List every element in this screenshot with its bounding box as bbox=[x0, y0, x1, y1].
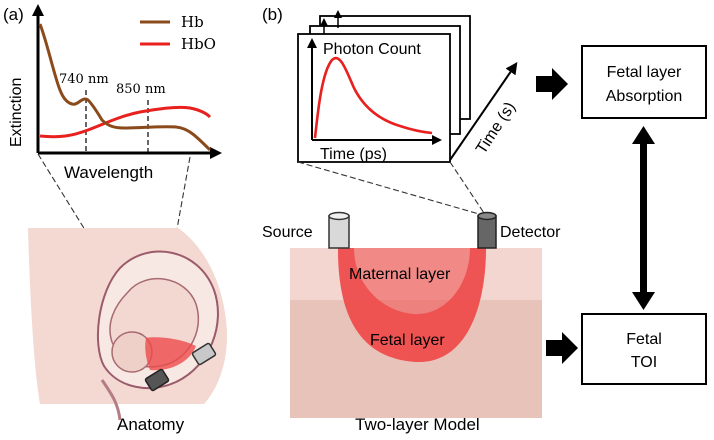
fetal-absorption-line2: Absorption bbox=[606, 88, 683, 105]
legend-hbo-label: HbO bbox=[181, 35, 216, 53]
tpsf-projection-left bbox=[297, 161, 487, 217]
fetal-absorption-line1: Fetal layer bbox=[607, 64, 682, 81]
panel-a-label: (a) bbox=[3, 5, 24, 24]
two-layer-model: Maternal layer Fetal layer bbox=[290, 248, 542, 418]
detector-probe-anatomy bbox=[144, 368, 170, 392]
source-label: Source bbox=[262, 224, 313, 241]
panel-b-label: (b) bbox=[262, 5, 283, 24]
maternal-spine bbox=[100, 379, 122, 421]
fetal-toi-box bbox=[581, 313, 707, 385]
tpsf-stack: Photon Count Time (ps) bbox=[297, 10, 471, 163]
x-axis-label: Wavelength bbox=[64, 163, 153, 182]
source-probe bbox=[328, 211, 350, 249]
fetal-layer-label: Fetal layer bbox=[370, 332, 445, 349]
anatomy-caption: Anatomy bbox=[117, 415, 185, 434]
tpsf-y-arrow bbox=[307, 38, 317, 48]
tpsf-x-arrow bbox=[432, 135, 442, 145]
legend-hb-label: Hb bbox=[181, 13, 204, 31]
fetal-absorption-box bbox=[581, 45, 707, 119]
tpsf-back-arrow-2 bbox=[334, 10, 342, 18]
marker-850-label: 850 nm bbox=[116, 82, 166, 97]
detector-label: Detector bbox=[500, 224, 561, 241]
source-probe-anatomy bbox=[191, 342, 217, 366]
tpsf-projection-right bbox=[449, 161, 487, 217]
time-axis-arrow bbox=[449, 62, 518, 161]
hbo-curve bbox=[39, 105, 212, 139]
x-axis-arrowhead bbox=[210, 147, 222, 159]
anatomy-illustration bbox=[28, 228, 228, 421]
hb-curve bbox=[38, 23, 212, 152]
tpsf-back-arrow-1 bbox=[320, 18, 328, 26]
arrow-to-absorption bbox=[536, 68, 568, 100]
photon-region bbox=[145, 337, 196, 371]
photon-banana-fill bbox=[338, 248, 486, 363]
y-axis-label: Extinction bbox=[8, 78, 25, 147]
time-axis-label: Time (s) bbox=[473, 99, 519, 157]
extinction-spectrum-plot: 740 nm 850 nm Extinction Wavelength bbox=[8, 4, 222, 182]
fetal-toi-line1: Fetal bbox=[626, 331, 662, 348]
tpsf-title: Photon Count bbox=[323, 41, 421, 58]
y-axis-arrowhead bbox=[32, 4, 44, 16]
fetal-toi-line2: TOI bbox=[631, 354, 657, 371]
tpsf-xlabel: Time (ps) bbox=[320, 146, 387, 163]
double-arrow bbox=[632, 126, 655, 310]
legend: Hb HbO bbox=[140, 13, 216, 53]
marker-740-label: 740 nm bbox=[59, 72, 109, 87]
tpsf-curve bbox=[313, 56, 433, 139]
maternal-layer-label: Maternal layer bbox=[349, 266, 451, 283]
arrow-to-toi bbox=[546, 332, 578, 364]
two-layer-caption: Two-layer Model bbox=[355, 415, 480, 434]
detector-probe bbox=[477, 211, 497, 249]
